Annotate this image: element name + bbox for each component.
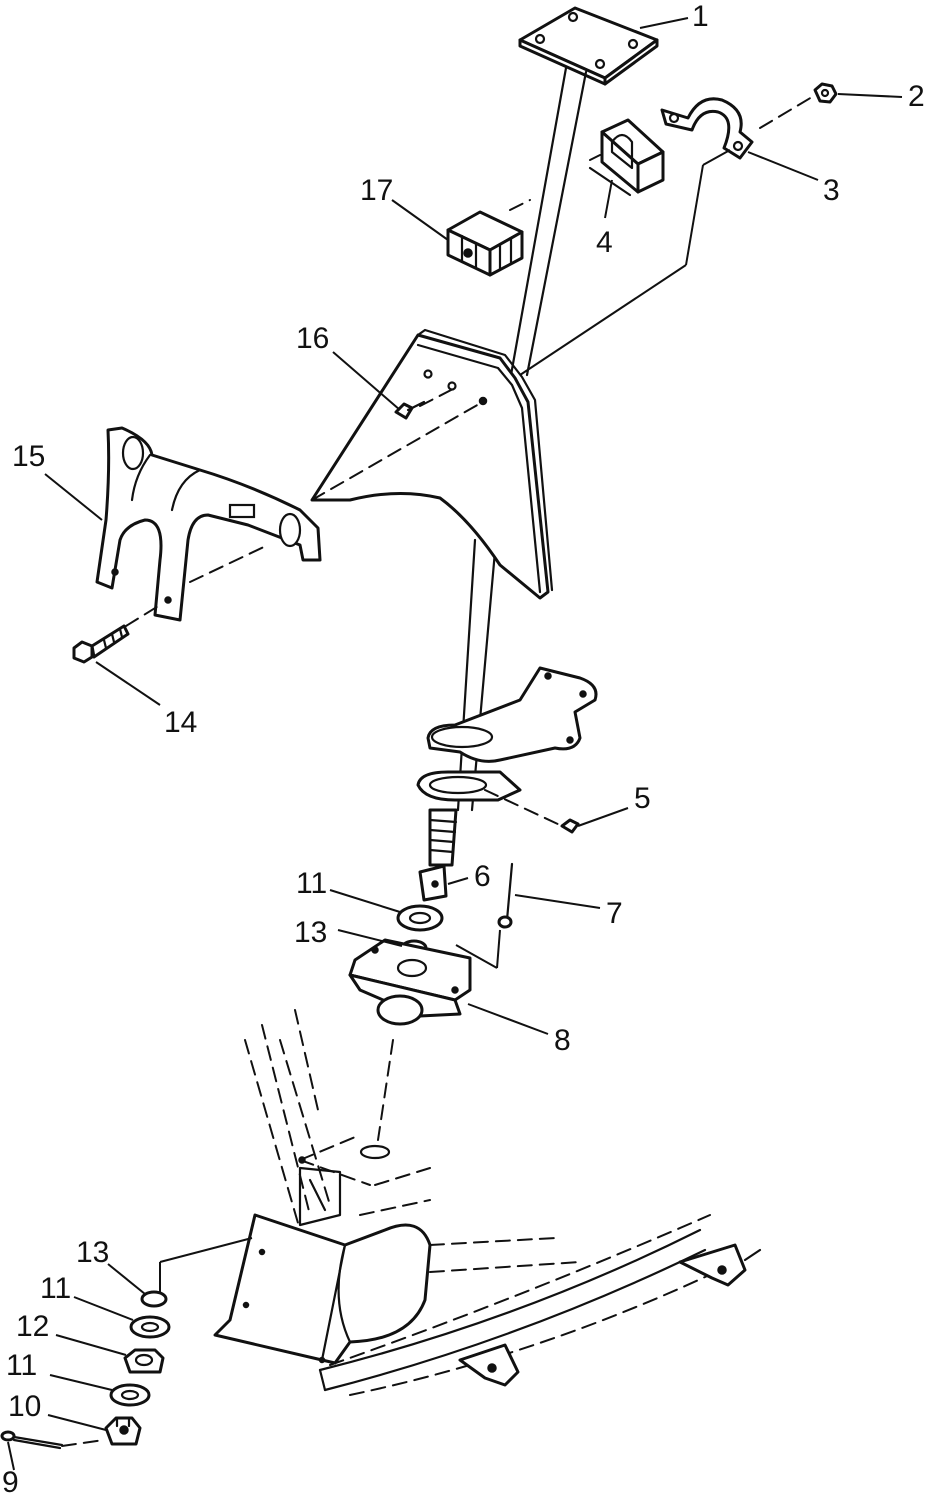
coupler-6 xyxy=(418,864,448,902)
strap-clamp-3 xyxy=(660,97,754,160)
bolt-16 xyxy=(394,400,426,420)
steering-block-8 xyxy=(348,938,472,1026)
callout-11-lower-b: 11 xyxy=(6,1349,37,1382)
washer-11-lower-a xyxy=(129,1315,171,1339)
callout-17: 17 xyxy=(360,174,393,207)
callout-5: 5 xyxy=(634,782,651,815)
u-bracket-15 xyxy=(95,426,322,622)
front-housing xyxy=(213,1199,581,1365)
callout-11-lower-a: 11 xyxy=(40,1272,71,1305)
callout-14: 14 xyxy=(164,706,197,739)
cotter-pin-9 xyxy=(0,1430,64,1450)
steering-post xyxy=(456,66,588,812)
callout-12: 12 xyxy=(16,1310,49,1343)
oring-13-lower xyxy=(140,1290,168,1308)
castle-nut-10 xyxy=(104,1416,142,1446)
assembly-lines xyxy=(61,96,813,1447)
bolt-14 xyxy=(72,624,130,664)
callout-3: 3 xyxy=(823,174,840,207)
lower-shaft xyxy=(428,808,458,867)
gusset-bracket xyxy=(310,328,554,600)
callout-1: 1 xyxy=(692,0,709,33)
bushing-4 xyxy=(588,118,665,197)
callout-8: 8 xyxy=(554,1024,571,1057)
callout-11-upper: 11 xyxy=(296,867,327,900)
callout-15: 15 xyxy=(12,440,45,473)
bushing-12 xyxy=(123,1348,165,1374)
pin-7 xyxy=(497,862,514,929)
axle-bracket-right xyxy=(678,1243,762,1287)
nut-2 xyxy=(813,82,838,104)
frame-outline xyxy=(244,1009,431,1231)
callout-13-upper: 13 xyxy=(294,916,327,949)
column-mount-plate xyxy=(416,666,598,802)
callout-13-lower: 13 xyxy=(76,1236,109,1269)
callout-4: 4 xyxy=(596,226,613,259)
callout-2: 2 xyxy=(908,80,925,113)
callout-16: 16 xyxy=(296,322,329,355)
callout-10: 10 xyxy=(8,1390,41,1423)
top-plate xyxy=(518,6,659,86)
callout-7: 7 xyxy=(606,897,623,930)
callout-9: 9 xyxy=(2,1466,19,1497)
axle-bracket-center xyxy=(458,1343,520,1387)
leader-lines xyxy=(7,17,903,1471)
washer-11-upper xyxy=(396,904,444,932)
block-17 xyxy=(446,210,524,277)
screw-5 xyxy=(560,818,580,834)
washer-11-lower-b xyxy=(109,1383,151,1407)
front-axle-beam xyxy=(318,1214,721,1396)
callout-6: 6 xyxy=(474,860,491,893)
